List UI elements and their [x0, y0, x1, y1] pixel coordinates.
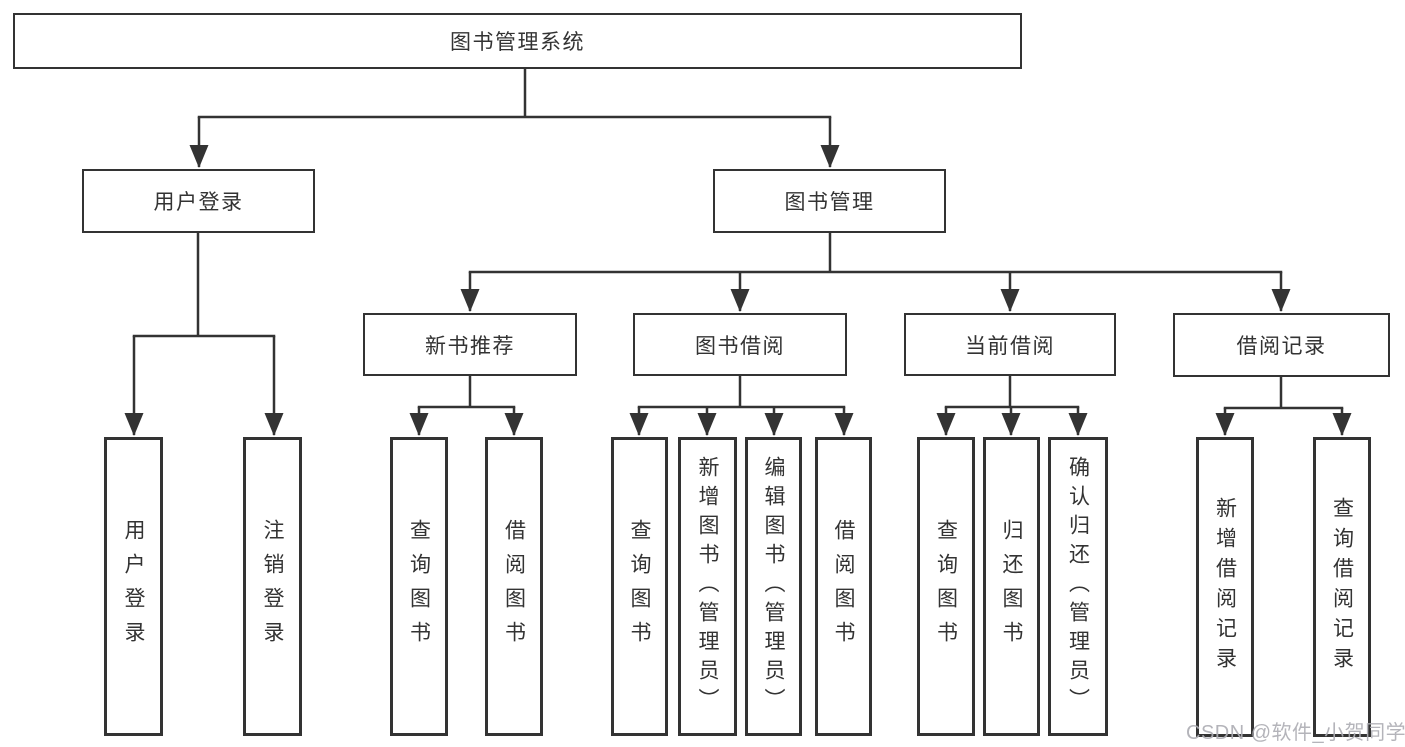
node-label: 图书借阅: [695, 334, 785, 358]
node-label: 当前借阅: [965, 334, 1055, 358]
node-label: 注销登录: [261, 518, 284, 655]
leaf-confirm-return-admin: 确认归还（管理员）: [1048, 437, 1108, 736]
leaf-query-books-borrowing: 查询图书: [611, 437, 668, 736]
node-new-book-recommend: 新书推荐: [363, 313, 577, 376]
node-borrowing-records: 借阅记录: [1173, 313, 1390, 377]
node-label: 图书管理系统: [450, 31, 585, 54]
leaf-query-borrow-record: 查询借阅记录: [1313, 437, 1371, 737]
node-label: 借阅记录: [1236, 335, 1327, 358]
node-label: 用户登录: [153, 191, 244, 214]
node-label: 确认归还（管理员）: [1066, 456, 1090, 717]
node-book-management: 图书管理: [713, 169, 946, 233]
node-label: 查询图书: [934, 518, 958, 655]
node-current-borrowing: 当前借阅: [904, 313, 1116, 376]
leaf-user-login: 用户登录: [104, 437, 163, 736]
node-label: 新增图书（管理员）: [696, 456, 719, 717]
leaf-borrow-books-recommend: 借阅图书: [485, 437, 543, 736]
node-label: 借阅图书: [832, 518, 855, 655]
node-label: 编辑图书（管理员）: [762, 456, 785, 717]
leaf-add-borrow-record: 新增借阅记录: [1196, 437, 1254, 737]
node-label: 图书管理: [784, 191, 875, 214]
node-library-management-system: 图书管理系统: [13, 13, 1022, 69]
node-label: 用户登录: [122, 518, 145, 655]
node-label: 归还图书: [1000, 518, 1023, 655]
node-label: 借阅图书: [502, 518, 526, 655]
node-label: 新书推荐: [425, 334, 515, 358]
node-label: 查询图书: [628, 518, 651, 655]
leaf-edit-book-admin: 编辑图书（管理员）: [745, 437, 802, 736]
node-label: 查询图书: [407, 518, 431, 655]
leaf-query-books-current: 查询图书: [917, 437, 975, 736]
leaf-logout: 注销登录: [243, 437, 302, 736]
leaf-borrow-books-borrowing: 借阅图书: [815, 437, 872, 736]
leaf-return-book: 归还图书: [983, 437, 1040, 736]
node-label: 查询借阅记录: [1330, 497, 1354, 677]
node-user-login: 用户登录: [82, 169, 315, 233]
node-label: 新增借阅记录: [1213, 497, 1237, 677]
watermark: CSDN @软件_小贺同学: [1186, 722, 1405, 744]
leaf-add-book-admin: 新增图书（管理员）: [678, 437, 737, 736]
leaf-query-books-recommend: 查询图书: [390, 437, 448, 736]
node-book-borrowing: 图书借阅: [633, 313, 847, 376]
